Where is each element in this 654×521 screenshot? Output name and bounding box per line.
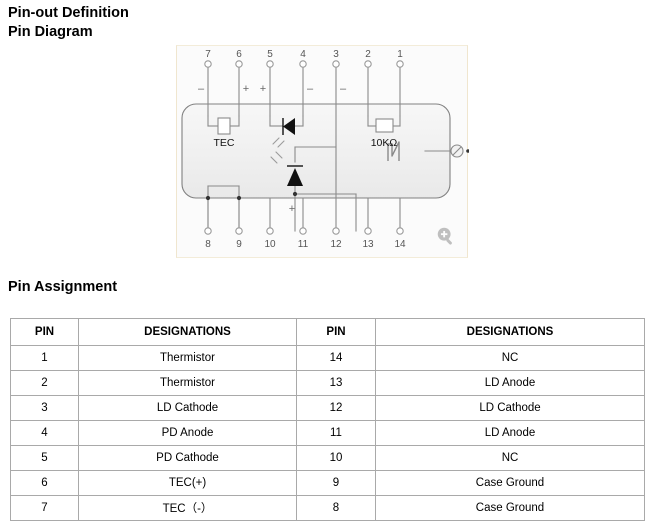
cell-pin-left: 3 [10, 395, 79, 421]
top-pin-terminals [204, 60, 404, 68]
pin-diagram-schematic: 7 6 5 4 3 2 1 – + + – – 8 9 10 11 12 13 … [181, 49, 469, 250]
bottom-pin-number: 11 [298, 239, 309, 250]
bottom-pin-number: 14 [394, 239, 406, 250]
fiber-output-connector [450, 144, 469, 158]
page-title-line-2: Pin Diagram [8, 24, 93, 40]
polarity-mark: + [289, 203, 295, 215]
cell-designation-right: LD Cathode [375, 395, 645, 421]
cell-pin-left: 6 [10, 470, 79, 496]
cell-designation-right: NC [375, 445, 645, 471]
tec-label: TEC [214, 137, 235, 149]
cell-pin-left: 4 [10, 420, 79, 446]
cell-pin-right: 11 [296, 420, 376, 446]
cell-designation-right: Case Ground [375, 470, 645, 496]
optical-output-glyph [387, 141, 400, 161]
polarity-mark: + [243, 83, 249, 95]
cell-designation-left: Thermistor [78, 370, 297, 396]
cell-designation-right: Case Ground [375, 495, 645, 521]
bottom-pin-number: 9 [236, 239, 242, 250]
bottom-polarity-marks: + [289, 203, 295, 215]
cell-designation-right: NC [375, 345, 645, 371]
header-pin-right: PIN [296, 318, 376, 346]
cell-pin-left: 7 [10, 495, 79, 521]
top-pin-number: 6 [236, 49, 242, 60]
table-row: 4 PD Anode 11 LD Anode [10, 420, 645, 446]
thermistor-label: 10KΩ [371, 137, 398, 149]
bottom-pin-numbers: 8 9 10 11 12 13 14 [205, 239, 406, 250]
header-pin-left: PIN [10, 318, 79, 346]
cell-designation-left: Thermistor [78, 345, 297, 371]
table-row: 5 PD Cathode 10 NC [10, 445, 645, 471]
cell-pin-left: 1 [10, 345, 79, 371]
top-pin-numbers: 7 6 5 4 3 2 1 [205, 49, 403, 60]
laser-diode-symbol [270, 151, 303, 186]
cell-pin-left: 2 [10, 370, 79, 396]
cell-pin-left: 5 [10, 445, 79, 471]
top-pin-number: 5 [267, 49, 273, 60]
table-row: 1 Thermistor 14 NC [10, 345, 645, 371]
pin-diagram-panel: 7 6 5 4 3 2 1 – + + – – 8 9 10 11 12 13 … [176, 45, 469, 258]
bottom-pin-number: 8 [205, 239, 211, 250]
magnifier-plus-icon[interactable] [435, 225, 457, 247]
polarity-mark: – [340, 83, 347, 95]
table-row: 3 LD Cathode 12 LD Cathode [10, 395, 645, 421]
table-row: 7 TEC（-） 8 Case Ground [10, 495, 645, 521]
cell-pin-right: 14 [296, 345, 376, 371]
pin-assignment-table: PIN DESIGNATIONS PIN DESIGNATIONS 1 Ther… [10, 318, 645, 521]
table-row: 6 TEC(+) 9 Case Ground [10, 470, 645, 496]
polarity-mark: – [198, 83, 205, 95]
polarity-mark: + [260, 83, 266, 95]
cell-designation-right: LD Anode [375, 370, 645, 396]
table-row: 2 Thermistor 13 LD Anode [10, 370, 645, 396]
bottom-pin-terminals [204, 227, 404, 235]
cell-designation-left: TEC(+) [78, 470, 297, 496]
table-header-row: PIN DESIGNATIONS PIN DESIGNATIONS [10, 318, 645, 346]
page-title-line-1: Pin-out Definition [8, 5, 129, 21]
tec-element-symbol [217, 117, 231, 135]
top-pin-number: 4 [300, 49, 306, 60]
photodiode-symbol [272, 118, 295, 148]
top-pin-number: 2 [365, 49, 371, 60]
cell-designation-left: PD Anode [78, 420, 297, 446]
junction-dots [205, 191, 298, 201]
cell-designation-left: PD Cathode [78, 445, 297, 471]
cell-pin-right: 12 [296, 395, 376, 421]
header-designations-right: DESIGNATIONS [375, 318, 645, 346]
top-polarity-marks: – + + – – [198, 83, 347, 95]
top-pin-number: 3 [333, 49, 339, 60]
cell-designation-left: TEC（-） [78, 495, 297, 521]
cell-pin-right: 9 [296, 470, 376, 496]
bottom-pin-number: 12 [330, 239, 342, 250]
top-pin-number: 7 [205, 49, 211, 60]
pin-assignment-title: Pin Assignment [8, 279, 118, 295]
page-title: Pin-out Definition Pin Diagram [8, 4, 129, 42]
bottom-pin-number: 10 [264, 239, 276, 250]
cell-designation-right: LD Anode [375, 420, 645, 446]
cell-designation-left: LD Cathode [78, 395, 297, 421]
top-pin-number: 1 [397, 49, 403, 60]
thermistor-resistor-symbol [375, 118, 394, 133]
polarity-mark: – [307, 83, 314, 95]
header-designations-left: DESIGNATIONS [78, 318, 297, 346]
cell-pin-right: 8 [296, 495, 376, 521]
cell-pin-right: 13 [296, 370, 376, 396]
cell-pin-right: 10 [296, 445, 376, 471]
bottom-pin-number: 13 [362, 239, 374, 250]
